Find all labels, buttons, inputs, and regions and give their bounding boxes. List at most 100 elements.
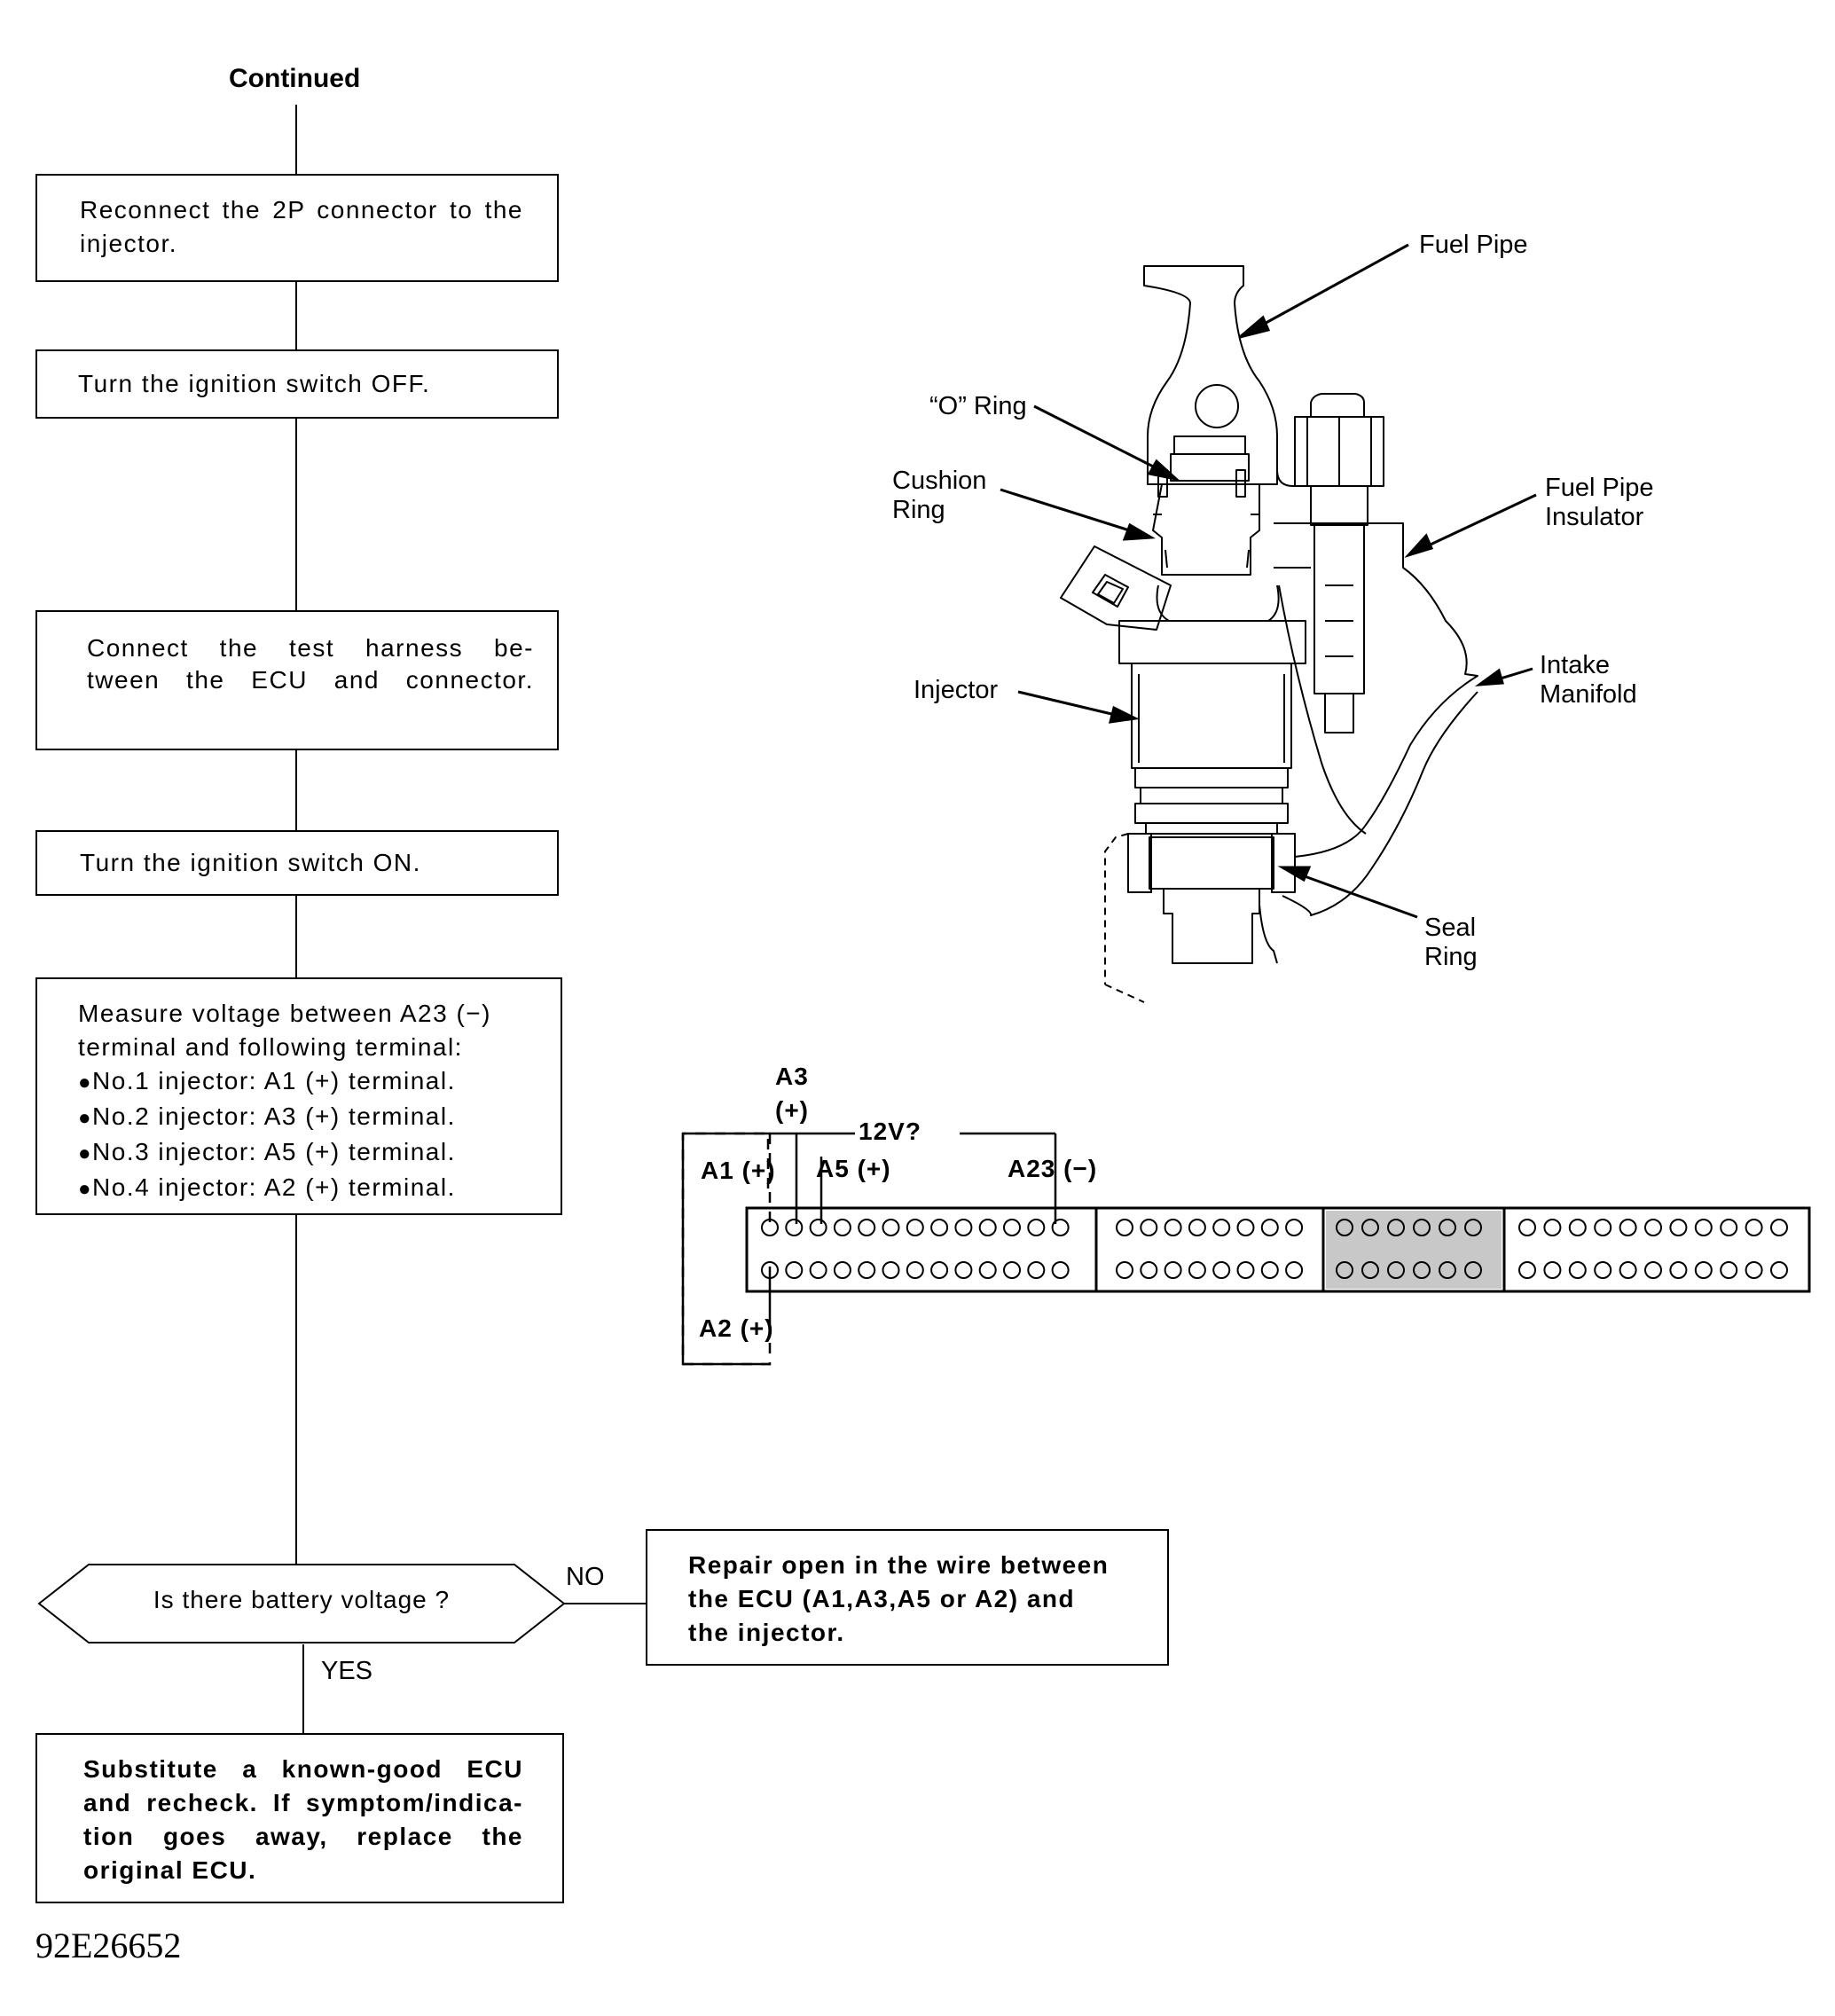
action-substitute-ecu: Substitute a known-good ECU and recheck.… bbox=[35, 1733, 564, 1903]
connector-pin bbox=[1260, 1219, 1279, 1236]
connector-pin bbox=[1285, 1261, 1304, 1279]
connector-pin bbox=[1027, 1219, 1046, 1236]
connector-pin bbox=[1164, 1261, 1182, 1279]
connector-pin bbox=[954, 1261, 973, 1279]
step-text: Turn the ignition switch ON. bbox=[80, 849, 421, 876]
connector-pin bbox=[1669, 1261, 1688, 1279]
connector-pin bbox=[1285, 1219, 1304, 1236]
connector-pin bbox=[1116, 1261, 1133, 1279]
connector-pin bbox=[1439, 1219, 1456, 1236]
connector-pin bbox=[906, 1219, 924, 1236]
figure-id: 92E26652 bbox=[35, 1926, 182, 1965]
connector-pin bbox=[785, 1219, 804, 1236]
connector-pin bbox=[1543, 1261, 1562, 1279]
connector-pin bbox=[809, 1219, 827, 1236]
connector-pin bbox=[1464, 1219, 1482, 1236]
connector-pin bbox=[1413, 1261, 1431, 1279]
yes-label: YES bbox=[321, 1657, 373, 1685]
connector-pin bbox=[882, 1219, 900, 1236]
connector-pin bbox=[1745, 1219, 1763, 1236]
connector-pin bbox=[978, 1261, 997, 1279]
connector-pin bbox=[1568, 1261, 1587, 1279]
connector-pin bbox=[1027, 1261, 1046, 1279]
label-voltage: 12V? bbox=[859, 1118, 921, 1145]
connector-pin bbox=[1669, 1219, 1688, 1236]
action-text-line: tion goes away, replace the bbox=[83, 1823, 523, 1850]
decision-shape bbox=[37, 1564, 566, 1643]
step-ignition-on: Turn the ignition switch ON. bbox=[35, 830, 559, 896]
connector-pin bbox=[1361, 1261, 1379, 1279]
connector-pin bbox=[1745, 1261, 1763, 1279]
connector-pin bbox=[1051, 1261, 1070, 1279]
decision-text: Is there battery voltage ? bbox=[153, 1586, 451, 1613]
label-a3: A3 bbox=[775, 1063, 809, 1090]
label-a1: A1 (+) bbox=[701, 1157, 776, 1184]
step-text-line: tween the ECU and connector. bbox=[87, 666, 534, 694]
step-text-line: Measure voltage between A23 (−) bbox=[78, 1000, 491, 1027]
connector-pin bbox=[1644, 1219, 1662, 1236]
connector-pin bbox=[1003, 1219, 1021, 1236]
connector-pin bbox=[1212, 1261, 1231, 1279]
step-text-line: Connect the test harness be- bbox=[87, 634, 534, 662]
connector-pin bbox=[1770, 1219, 1788, 1236]
connector-pin bbox=[954, 1219, 973, 1236]
connector-pin bbox=[1361, 1219, 1379, 1236]
connector-pin bbox=[1236, 1261, 1255, 1279]
label-intake-manifold: Intake Manifold bbox=[1540, 651, 1637, 709]
bullet-icon: ● bbox=[78, 1106, 92, 1130]
bullet-icon: ● bbox=[78, 1141, 92, 1165]
step-measure-voltage: Measure voltage between A23 (−) terminal… bbox=[35, 977, 562, 1215]
label-a3-sign: (+) bbox=[775, 1096, 809, 1124]
connector-pin bbox=[1387, 1219, 1405, 1236]
connector-pin bbox=[1116, 1219, 1133, 1236]
connector-pin bbox=[1619, 1219, 1637, 1236]
connector-pin bbox=[809, 1261, 827, 1279]
connector-pin bbox=[882, 1261, 900, 1279]
label-fuel-pipe: Fuel Pipe bbox=[1419, 231, 1528, 259]
connector-pin bbox=[930, 1219, 949, 1236]
step-connect-harness: Connect the test harness be- tween the E… bbox=[35, 610, 559, 750]
connector-pin bbox=[1694, 1261, 1713, 1279]
connector-pin bbox=[1336, 1219, 1353, 1236]
connector-pin bbox=[1619, 1261, 1637, 1279]
connector-pin bbox=[1140, 1219, 1158, 1236]
connector-pin bbox=[1594, 1261, 1612, 1279]
step-text-line: terminal and following terminal: bbox=[78, 1033, 463, 1061]
injector-terminal-list: ●No.1 injector: A1 (+) terminal. ●No.2 i… bbox=[78, 1064, 456, 1206]
list-item: ●No.3 injector: A5 (+) terminal. bbox=[78, 1138, 456, 1165]
connector-pin bbox=[1518, 1261, 1536, 1279]
connector-pin bbox=[1594, 1219, 1612, 1236]
label-a2: A2 (+) bbox=[699, 1314, 774, 1342]
connector-pin bbox=[785, 1261, 804, 1279]
connector-pin bbox=[1770, 1261, 1788, 1279]
connector-pin bbox=[833, 1219, 851, 1236]
injector-illustration bbox=[1060, 265, 1478, 1003]
connector-pin bbox=[1236, 1219, 1255, 1236]
connector-pin bbox=[858, 1261, 876, 1279]
label-cushion-ring: Cushion Ring bbox=[892, 467, 987, 524]
connector-pin bbox=[930, 1261, 949, 1279]
connector-pin bbox=[1051, 1219, 1070, 1236]
connector-pin bbox=[1720, 1261, 1738, 1279]
connector-pin bbox=[978, 1219, 997, 1236]
connector-pin bbox=[1260, 1261, 1279, 1279]
connector-pin bbox=[1464, 1261, 1482, 1279]
bullet-icon: ● bbox=[78, 1071, 92, 1094]
step-ignition-off: Turn the ignition switch OFF. bbox=[35, 349, 559, 419]
action-text-line: Substitute a known-good ECU bbox=[83, 1755, 523, 1783]
connector-pin bbox=[1439, 1261, 1456, 1279]
action-text-line: original ECU. bbox=[83, 1856, 257, 1884]
step-text: Reconnect the 2P connector to the inject… bbox=[80, 196, 523, 257]
connector-pin bbox=[906, 1261, 924, 1279]
step-text: Turn the ignition switch OFF. bbox=[78, 370, 431, 397]
connector-pin bbox=[1568, 1219, 1587, 1236]
action-text-line: and recheck. If symptom/indica- bbox=[83, 1789, 523, 1816]
connector-pin bbox=[858, 1219, 876, 1236]
label-seal-ring: Seal Ring bbox=[1424, 914, 1478, 971]
action-text-line: Repair open in the wire between bbox=[688, 1551, 1110, 1579]
connector-pin bbox=[1694, 1219, 1713, 1236]
connector-pin bbox=[1188, 1219, 1206, 1236]
connector-pin bbox=[1164, 1219, 1182, 1236]
connector-pin bbox=[1518, 1219, 1536, 1236]
